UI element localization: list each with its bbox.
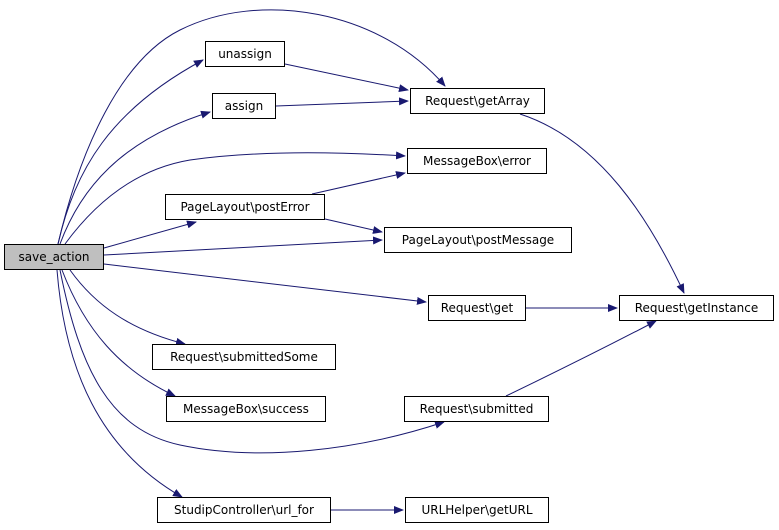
node-request-getarray[interactable]: Request\getArray bbox=[410, 88, 545, 114]
edge-postError-to-postMessage bbox=[324, 218, 383, 234]
edge-save-action-to-postError bbox=[103, 220, 197, 249]
node-pagelayout-posterror[interactable]: PageLayout\postError bbox=[165, 194, 325, 220]
node-request-submitted[interactable]: Request\submitted bbox=[404, 396, 549, 422]
node-assign[interactable]: assign bbox=[212, 93, 276, 119]
node-messagebox-success[interactable]: MessageBox\success bbox=[166, 396, 326, 422]
node-unassign[interactable]: unassign bbox=[205, 41, 285, 67]
edge-save-action-to-request-get bbox=[103, 263, 427, 305]
node-studipcontroller-url-for[interactable]: StudipController\url_for bbox=[157, 497, 331, 523]
node-request-get[interactable]: Request\get bbox=[428, 295, 526, 321]
node-pagelayout-postmessage[interactable]: PageLayout\postMessage bbox=[384, 227, 572, 253]
node-request-submittedsome[interactable]: Request\submittedSome bbox=[152, 344, 336, 370]
edge-save-action-to-postMessage bbox=[103, 236, 383, 256]
node-messagebox-error[interactable]: MessageBox\error bbox=[407, 148, 547, 174]
edge-save-action-to-submittedSome bbox=[69, 269, 186, 346]
edge-submitted-to-getInstance bbox=[505, 320, 657, 397]
edge-save-action-to-messagebox-error bbox=[64, 151, 406, 245]
edge-assign-to-getArray bbox=[275, 97, 409, 107]
node-urlhelper-geturl[interactable]: URLHelper\getURL bbox=[405, 497, 549, 523]
node-save-action: save_action bbox=[4, 244, 104, 270]
edge-save-action-to-getArray bbox=[57, 9, 446, 245]
edge-postError-to-messagebox-error bbox=[311, 171, 406, 195]
edge-save-action-to-submitted bbox=[59, 269, 445, 454]
edge-unassign-to-getArray bbox=[284, 63, 409, 93]
edge-save-action-to-unassign bbox=[57, 59, 204, 245]
node-request-getinstance[interactable]: Request\getInstance bbox=[619, 295, 774, 321]
edge-save-action-to-messagebox-success bbox=[61, 269, 176, 397]
edge-save-action-to-url-for bbox=[56, 269, 183, 498]
edge-save-action-to-assign bbox=[59, 110, 211, 245]
edge-getArray-to-getInstance bbox=[519, 113, 685, 294]
